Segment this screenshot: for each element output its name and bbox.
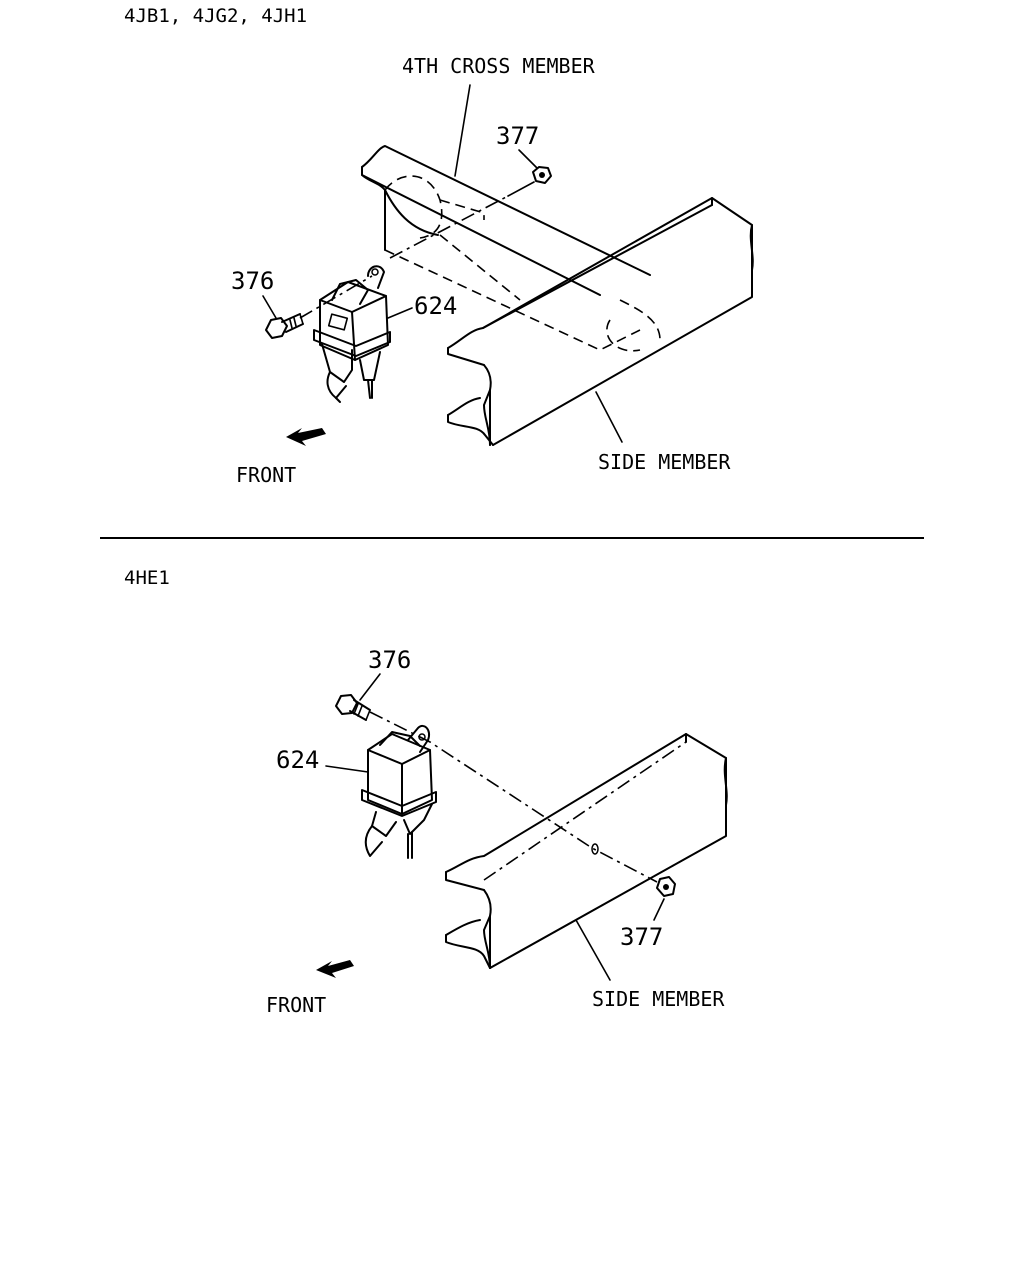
top-front-label: FRONT	[236, 463, 296, 487]
bottom-bolt-label: 376	[368, 646, 411, 674]
top-cross-member	[361, 145, 661, 352]
top-panel: 4JB1, 4JG2, 4JH1	[124, 5, 754, 487]
bottom-nut-leader	[653, 898, 665, 921]
bottom-bolt-376	[335, 694, 371, 721]
top-side-member-label: SIDE MEMBER	[598, 450, 731, 474]
bottom-part-624	[361, 724, 437, 859]
top-part-label: 624	[414, 292, 457, 320]
top-cross-member-leader	[454, 84, 471, 177]
top-nut-leader	[518, 149, 538, 169]
top-nut-label: 377	[496, 122, 539, 150]
top-bolt-label: 376	[231, 267, 274, 295]
top-side-member-leader	[595, 391, 623, 443]
bottom-bolt-leader	[359, 673, 381, 701]
top-engine-codes: 4JB1, 4JG2, 4JH1	[124, 5, 307, 27]
top-part-leader	[387, 307, 413, 319]
top-side-member	[447, 197, 754, 446]
bottom-front-label: FRONT	[266, 993, 326, 1017]
bottom-panel: 4HE1	[124, 567, 728, 1017]
bottom-nut-377	[656, 876, 676, 897]
bottom-side-member-label: SIDE MEMBER	[592, 987, 725, 1011]
top-nut-guide	[389, 195, 509, 259]
top-part-624	[313, 265, 391, 403]
top-front-arrow-icon	[286, 428, 326, 446]
bottom-part-leader	[325, 765, 369, 773]
bottom-part-label: 624	[276, 746, 319, 774]
top-cross-member-label: 4TH CROSS MEMBER	[402, 54, 596, 78]
top-bolt-leader	[262, 295, 277, 319]
bottom-nut-label: 377	[620, 923, 663, 951]
bottom-engine-codes: 4HE1	[124, 567, 170, 589]
bottom-side-member	[445, 733, 728, 969]
bottom-front-arrow-icon	[316, 960, 354, 978]
top-bolt-guide	[299, 275, 373, 319]
top-bolt-376	[265, 313, 304, 339]
bottom-side-member-leader	[575, 919, 611, 981]
bottom-bolt-guide	[369, 711, 658, 883]
top-nut-377	[507, 166, 552, 197]
